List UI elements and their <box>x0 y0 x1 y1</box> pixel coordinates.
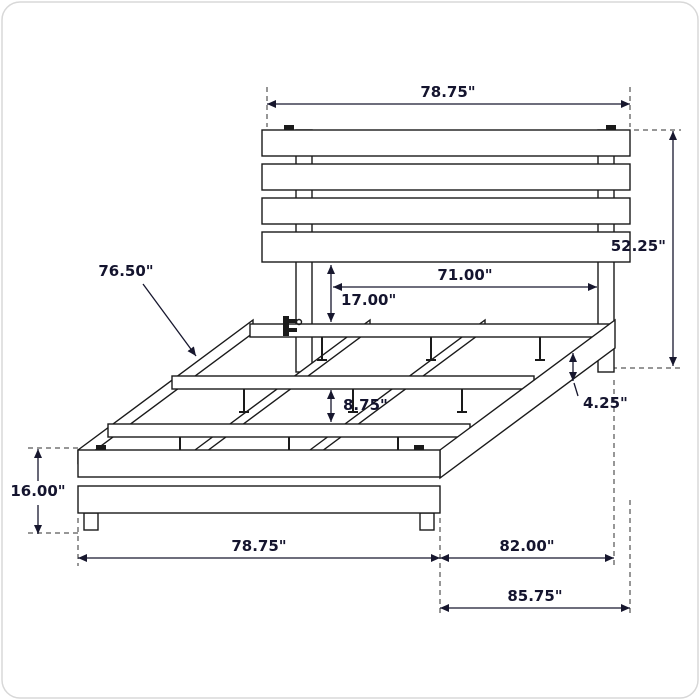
headboard-slat <box>261 129 631 157</box>
dim-headboard-height-label: 52.25" <box>611 237 666 255</box>
dim-slat-spacing-label: 8.75" <box>343 396 388 414</box>
dim-inner-post-span-label: 71.00" <box>437 266 492 284</box>
slat-leg <box>239 389 249 413</box>
dim-footboard-width-label: 78.75" <box>231 537 286 555</box>
headboard-slat <box>261 231 631 263</box>
dim-rail-height-label: 4.25" <box>583 394 628 412</box>
left-side-rail <box>77 318 254 465</box>
bracket-plate <box>283 316 289 336</box>
dimension-annotations: 78.75" 52.25" 71.00" 17.00" 76.50" 8.75"… <box>10 83 677 612</box>
dim-headboard-width-label: 78.75" <box>420 83 475 101</box>
headboard <box>261 125 631 373</box>
rail-mounting-bracket <box>283 316 303 336</box>
slat-leg <box>457 389 467 413</box>
bracket-pin <box>295 318 303 326</box>
bracket-hook <box>289 328 297 332</box>
cross-bar <box>249 323 613 338</box>
dim-headboard-to-rail-label: 17.00" <box>341 291 396 309</box>
footboard-foot <box>83 512 99 531</box>
bracket-hook <box>289 319 297 323</box>
dim-side-rail-length-label: 76.50" <box>98 262 153 280</box>
dim-overall-length-label: 85.75" <box>507 587 562 605</box>
dim-frame-length-label: 82.00" <box>499 537 554 555</box>
footboard-plank <box>77 485 441 514</box>
slat-leg <box>426 337 436 361</box>
footboard <box>77 445 441 531</box>
headboard-slat <box>261 163 631 191</box>
footboard-clip <box>414 445 424 450</box>
slat-leg <box>535 337 545 361</box>
cross-bar <box>107 423 471 438</box>
side-rails <box>77 318 486 465</box>
cross-bar <box>171 375 535 390</box>
headboard-slat <box>261 197 631 225</box>
footboard-clip <box>96 445 106 450</box>
headboard-clip <box>606 125 616 130</box>
headboard-clip <box>284 125 294 130</box>
dim-leader-side-rail-length <box>142 283 197 357</box>
center-support-rail <box>194 318 371 462</box>
footboard-plank <box>77 449 441 478</box>
dim-footboard-height-label: 16.00" <box>10 482 65 500</box>
slat-leg <box>348 389 358 413</box>
dim-leader-rail-height <box>573 382 579 397</box>
footboard-foot <box>419 512 435 531</box>
rear-cross-bar <box>249 323 613 361</box>
slat-leg <box>317 337 327 361</box>
